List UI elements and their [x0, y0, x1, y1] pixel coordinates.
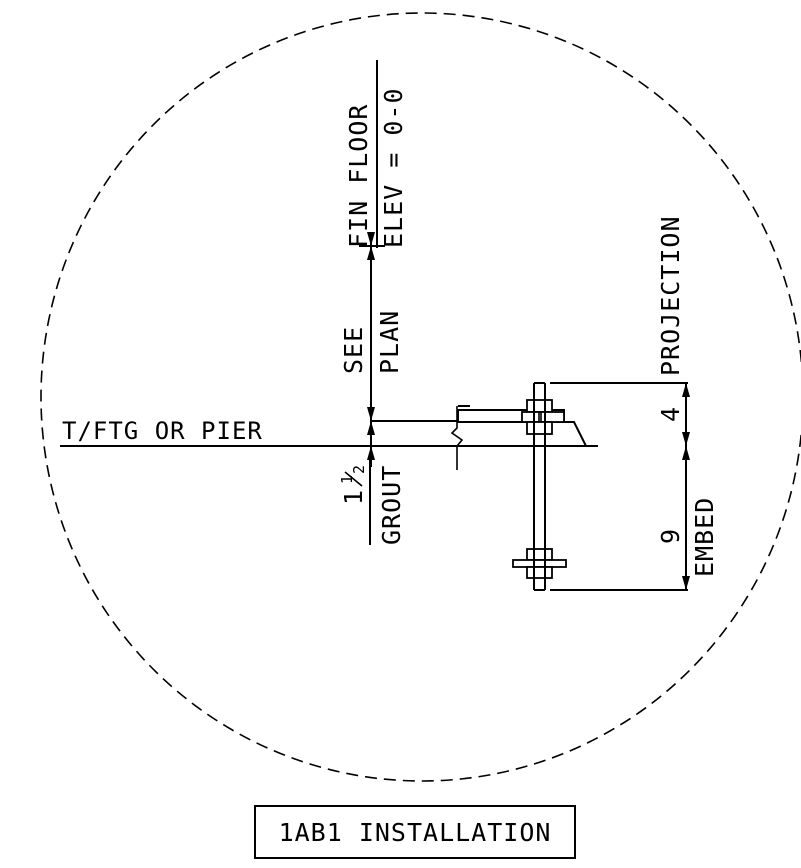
embed-value: 9: [656, 528, 685, 544]
grout-whole: 1: [339, 489, 368, 505]
lower-nut-2: [526, 566, 553, 579]
grout-taper: [458, 421, 587, 447]
grout-frac-den: 2: [350, 464, 368, 474]
projection-label: PROJECTION: [656, 215, 685, 376]
arrow-see-plan-top-down: [367, 232, 375, 246]
arrow-proj-top: [682, 383, 690, 397]
arrow-see-plan-top-up: [367, 246, 375, 260]
arrow-embed-bottom: [682, 576, 690, 590]
upper-nut: [526, 399, 553, 413]
break-symbol: [450, 406, 464, 470]
title-box: [254, 805, 576, 859]
fin-floor-label: FIN FLOOR: [344, 104, 373, 248]
arrow-see-plan-bottom: [367, 407, 375, 421]
leveling-nut: [526, 421, 553, 435]
upper-washer: [521, 411, 565, 423]
grout-frac-bar: [344, 471, 363, 487]
grout-label: GROUT: [377, 465, 406, 545]
elev-label: ELEV = 0-0: [379, 87, 408, 248]
arrow-embed-top: [682, 446, 690, 460]
title-label: 1AB1 INSTALLATION: [279, 818, 552, 847]
arrow-proj-bottom: [682, 432, 690, 446]
grout-frac-num: 1: [338, 474, 356, 484]
projection-value: 4: [656, 406, 685, 422]
lower-nut: [526, 548, 553, 561]
top-of-footing-label: T/FTG OR PIER: [62, 417, 263, 445]
detail-boundary-circle: [40, 12, 801, 782]
plan-label: PLAN: [375, 310, 404, 374]
embed-label: EMBED: [690, 497, 719, 577]
see-label: SEE: [339, 326, 368, 374]
arrow-grout-top: [367, 421, 375, 435]
lower-plate: [512, 559, 567, 568]
